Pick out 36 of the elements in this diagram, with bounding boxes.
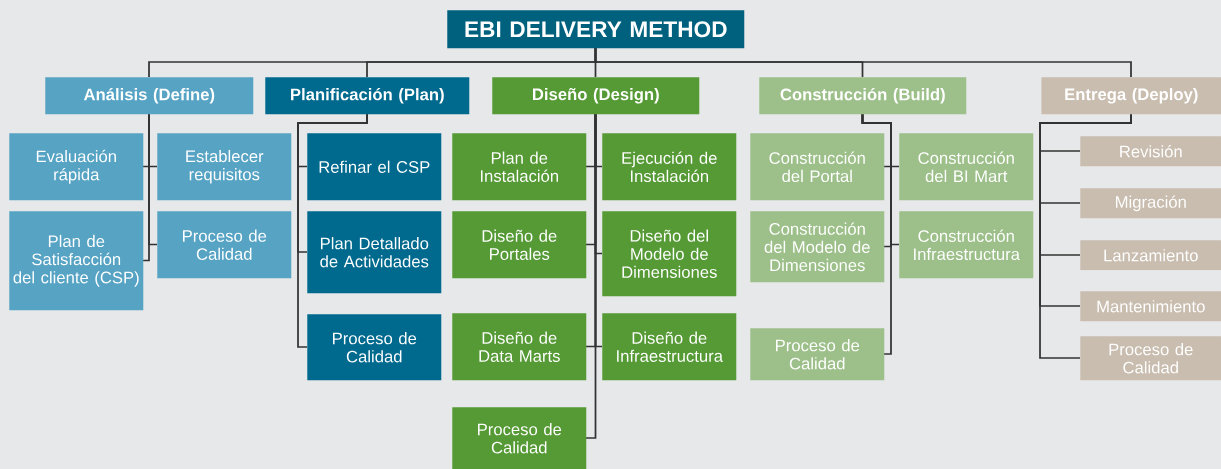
- task-box: Establecer requisitos: [157, 133, 292, 201]
- task-box: Diseño de Portales: [452, 211, 587, 279]
- task-box: Proceso de Calidad: [750, 328, 885, 381]
- task-box: Revisión: [1080, 136, 1221, 167]
- phase-box: Construcción (Build): [759, 77, 967, 115]
- task-box: Refinar el CSP: [307, 133, 442, 201]
- task-box: Diseño del Modelo de Dimensiones: [602, 211, 737, 297]
- task-box: Plan de Satisfacción del cliente (CSP): [9, 211, 144, 311]
- task-box: Diseño de Infraestructura: [602, 313, 737, 381]
- task-box: Construcción del Modelo de Dimensiones: [750, 211, 885, 283]
- connector-line: [1039, 113, 1132, 359]
- task-box: Construcción del Portal: [750, 133, 885, 201]
- connector-line: [148, 113, 158, 246]
- task-box: Lanzamiento: [1080, 240, 1221, 271]
- phase-box: Planificación (Plan): [265, 77, 470, 115]
- task-box: Evaluación rápida: [9, 133, 144, 201]
- connector-line: [297, 113, 368, 348]
- task-box: Proceso de Calidad: [307, 314, 442, 381]
- connector-line: [861, 113, 892, 355]
- task-box: Diseño de Data Marts: [452, 313, 587, 381]
- task-box: Plan de Instalación: [452, 133, 587, 201]
- connector-line: [594, 47, 1132, 78]
- phase-box: Análisis (Define): [45, 77, 254, 115]
- phase-box: Entrega (Deploy): [1041, 77, 1221, 115]
- task-box: Proceso de Calidad: [157, 211, 292, 279]
- phase-box: Diseño (Design): [492, 77, 700, 115]
- task-box: Construcción Infraestructura: [899, 211, 1034, 279]
- task-box: Proceso de Calidad: [1080, 336, 1221, 381]
- task-box: Mantenimiento: [1080, 291, 1221, 322]
- task-box: Plan Detallado de Actividades: [307, 211, 442, 294]
- title-box: EBI DELIVERY METHOD: [447, 10, 745, 49]
- connector-line: [585, 113, 597, 439]
- task-box: Construcción del BI Mart: [899, 133, 1034, 201]
- task-box: Migración: [1080, 188, 1221, 219]
- task-box: Proceso de Calidad: [452, 407, 587, 469]
- task-box: Ejecución de Instalación: [602, 133, 737, 201]
